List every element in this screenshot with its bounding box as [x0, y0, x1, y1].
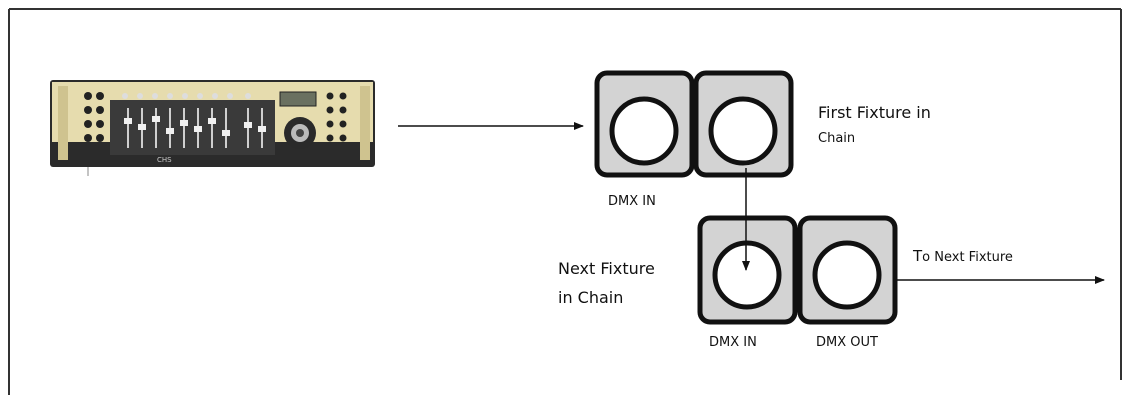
next-fixture-connectors	[697, 215, 898, 325]
first-fixture-connectors	[594, 70, 794, 178]
dmx-out-label: DMX OUT	[816, 335, 878, 350]
dmx-in-label-bottom: DMX IN	[709, 335, 757, 350]
first-fixture-label-line1: First Fixture in	[818, 103, 931, 122]
to-next-fixture-lead: T	[913, 247, 923, 265]
to-next-fixture-rest: o Next Fixture	[922, 250, 1013, 265]
connector-socket	[712, 240, 782, 310]
connector-socket	[708, 96, 778, 166]
connector-socket	[609, 96, 679, 166]
first-fixture-label-line2: Chain	[818, 131, 856, 146]
dmx-controller-image: CHS	[50, 80, 375, 176]
connector-socket	[812, 240, 882, 310]
next-fixture-label-line2: in Chain	[558, 288, 624, 307]
diagram-border	[8, 8, 1122, 395]
next-fixture-label-line1: Next Fixture	[558, 259, 655, 278]
dmx-in-label-top: DMX IN	[608, 194, 656, 209]
controller-brand-text: CHS	[157, 156, 172, 164]
to-next-fixture-label: To Next Fixture	[913, 246, 1013, 265]
